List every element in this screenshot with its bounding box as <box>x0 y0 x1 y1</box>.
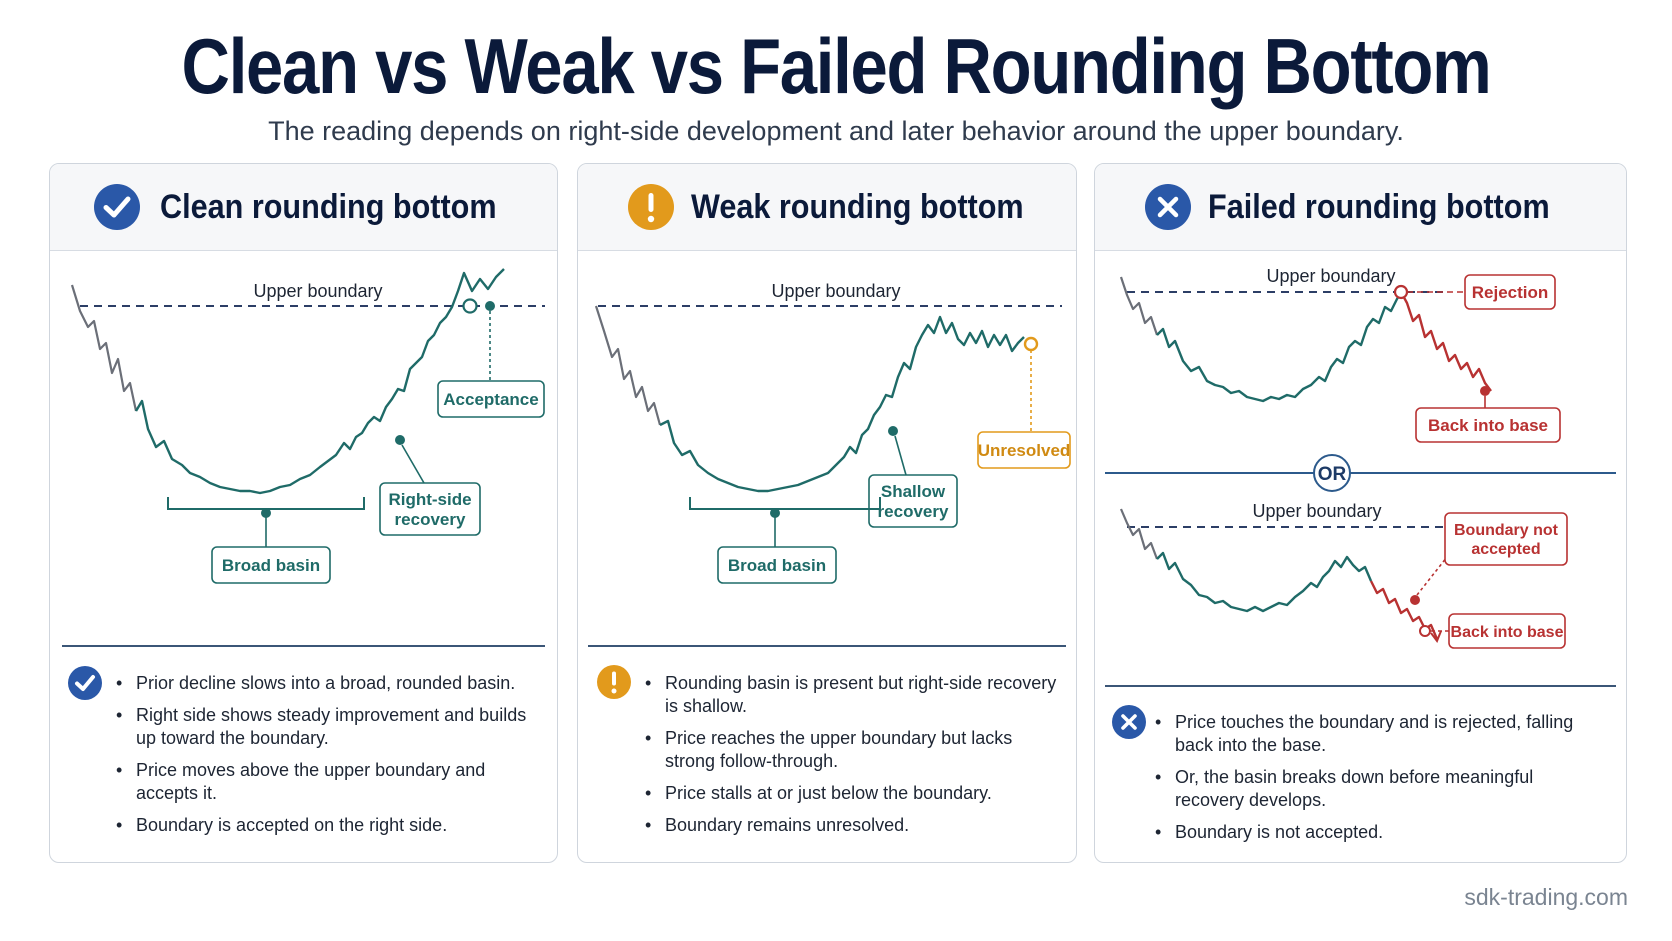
clean-chart: Upper boundary Acceptance Right-side rec… <box>70 268 545 584</box>
unresolved-label: Unresolved <box>978 441 1071 460</box>
panel-weak: Weak rounding bottom Upper boundary Unre… <box>577 163 1077 863</box>
shallow-box <box>868 474 958 528</box>
price-path-line <box>134 268 505 495</box>
upper-boundary-label: Upper boundary <box>253 281 382 301</box>
broad-basin-box <box>717 546 837 584</box>
rejection-label: Rejection <box>1472 283 1549 302</box>
list-item: Price touches the boundary and is reject… <box>1153 711 1593 757</box>
right-side-label-2: recovery <box>395 510 466 529</box>
acceptance-label: Acceptance <box>443 390 538 409</box>
panel-failed-bullets: Price touches the boundary and is reject… <box>1153 711 1593 853</box>
rejection-box <box>1464 274 1556 310</box>
not-accepted-label-1: Boundary not <box>1454 522 1559 539</box>
list-item: Boundary remains unresolved. <box>643 814 1058 837</box>
back-into-base-dot-top <box>1480 386 1490 396</box>
upper-boundary-label-bottom: Upper boundary <box>1252 501 1381 521</box>
list-item: Boundary is accepted on the right side. <box>114 814 534 837</box>
list-item: Right side shows steady improvement and … <box>114 704 534 750</box>
footer-site: sdk-trading.com <box>1464 884 1628 910</box>
basin-bracket <box>167 497 365 510</box>
exclamation-icon <box>628 184 674 230</box>
panel-weak-header: Weak rounding bottom <box>578 164 1076 251</box>
price-path-line-bottom <box>1156 551 1373 613</box>
back-into-base-box-top <box>1415 407 1561 443</box>
right-side-dot <box>395 435 405 445</box>
shallow-dot <box>888 426 898 436</box>
list-item: Rounding basin is present but right-side… <box>643 672 1058 718</box>
unresolved-marker <box>1023 336 1039 352</box>
right-side-leader <box>401 444 425 484</box>
failed-chart: Upper boundary Rejection Back into base … <box>1105 266 1616 649</box>
back-into-base-label-top: Back into base <box>1428 416 1548 435</box>
right-side-box <box>379 482 481 536</box>
prior-decline-line-top <box>1119 276 1159 336</box>
prior-decline-line <box>70 284 138 412</box>
prior-decline-line-bottom <box>1119 508 1159 560</box>
broad-basin-label: Broad basin <box>222 556 320 575</box>
panel-weak-divider <box>588 645 1066 647</box>
panel-failed-title: Failed rounding bottom <box>1208 188 1550 226</box>
x-icon <box>1112 705 1146 739</box>
panel-failed-header: Failed rounding bottom <box>1095 164 1626 251</box>
acceptance-box <box>437 380 545 418</box>
panel-clean: Clean rounding bottom Upper boundary Acc… <box>49 163 558 863</box>
panel-failed-divider <box>1105 685 1616 687</box>
list-item: Boundary is not accepted. <box>1153 821 1593 844</box>
basin-dot <box>261 508 271 518</box>
prior-decline-line <box>594 305 662 426</box>
acceptance-marker <box>462 298 478 314</box>
upper-boundary-label-top: Upper boundary <box>1266 266 1395 286</box>
not-accepted-box <box>1444 512 1568 566</box>
upper-boundary-label: Upper boundary <box>771 281 900 301</box>
basin-dot <box>770 508 780 518</box>
price-path-line-top <box>1156 291 1403 403</box>
panel-failed: Failed rounding bottom Upper boundary Re… <box>1094 163 1627 863</box>
list-item: Price stalls at or just below the bounda… <box>643 782 1058 805</box>
right-side-label-1: Right-side <box>388 490 471 509</box>
panel-clean-header: Clean rounding bottom <box>50 164 557 251</box>
panel-clean-bullets: Prior decline slows into a broad, rounde… <box>114 672 534 846</box>
list-item: Price reaches the upper boundary but lac… <box>643 727 1058 773</box>
page-title: Clean vs Weak vs Failed Rounding Bottom <box>181 22 1492 110</box>
back-into-base-box-bottom <box>1448 613 1566 649</box>
or-badge <box>1313 454 1351 492</box>
shallow-leader <box>894 435 907 476</box>
shallow-label-2: recovery <box>878 502 949 521</box>
acceptance-dot <box>485 301 495 311</box>
arrow-down-icon <box>1430 630 1442 644</box>
exclamation-icon <box>597 665 631 699</box>
x-icon <box>1145 184 1191 230</box>
broad-basin-box <box>211 546 331 584</box>
list-item: Price moves above the upper boundary and… <box>114 759 534 805</box>
not-accepted-dot <box>1410 595 1420 605</box>
weak-chart: Upper boundary Unresolved Shallow recove… <box>594 281 1071 584</box>
shallow-label-1: Shallow <box>881 482 946 501</box>
back-into-base-label-bottom: Back into base <box>1451 624 1564 641</box>
check-icon <box>68 666 102 700</box>
list-item: Prior decline slows into a broad, rounde… <box>114 672 534 695</box>
list-item: Or, the basin breaks down before meaning… <box>1153 766 1593 812</box>
check-icon <box>94 184 140 230</box>
rejection-marker <box>1393 284 1409 300</box>
broad-basin-label: Broad basin <box>728 556 826 575</box>
panel-clean-divider <box>62 645 545 647</box>
back-into-base-marker-bottom <box>1419 625 1431 637</box>
panel-weak-bullets: Rounding basin is present but right-side… <box>643 672 1058 846</box>
rejection-path-line <box>1399 291 1492 392</box>
basin-bracket <box>689 497 881 510</box>
not-accepted-label-2: accepted <box>1471 541 1540 558</box>
or-label: OR <box>1318 464 1347 485</box>
panel-weak-title: Weak rounding bottom <box>691 188 1024 226</box>
page-subtitle: The reading depends on right-side develo… <box>268 116 1404 146</box>
panel-clean-title: Clean rounding bottom <box>160 188 497 226</box>
price-path-line <box>659 315 1025 493</box>
not-accepted-leader <box>1416 556 1448 596</box>
unresolved-box <box>977 431 1071 469</box>
